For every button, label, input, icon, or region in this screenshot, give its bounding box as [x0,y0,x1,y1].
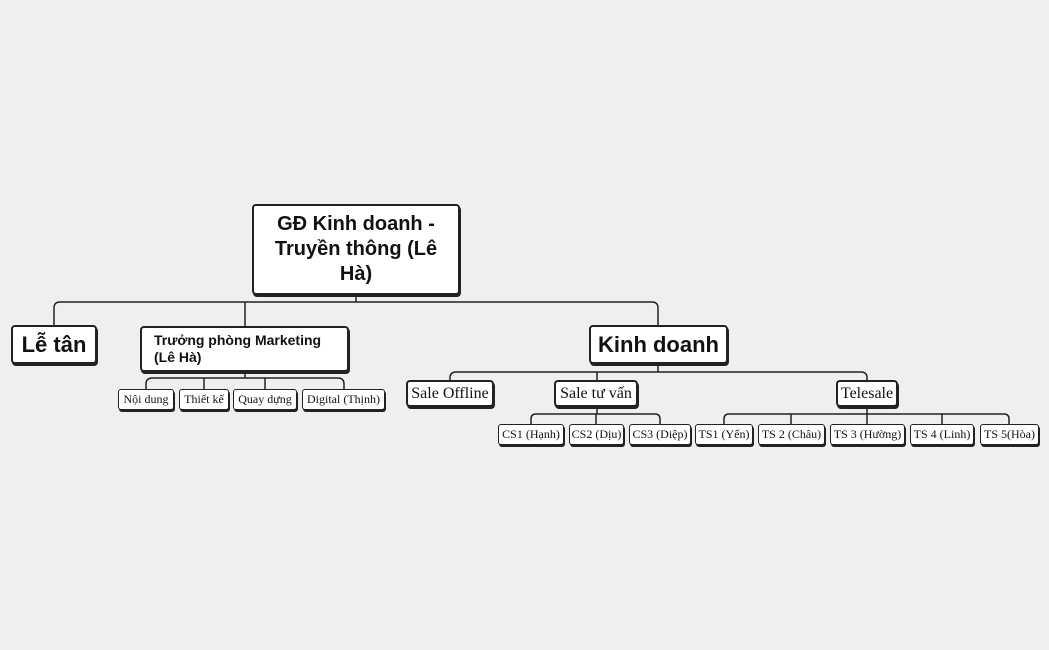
sale-tu-van-node[interactable]: Sale tư vấn [554,380,638,407]
connector-root [53,295,659,326]
marketing-child-quay-dung[interactable]: Quay dựng [233,389,297,410]
ts5-node[interactable]: TS 5(Hòa) [980,424,1039,445]
root-node[interactable]: GĐ Kinh doanh - Truyền thông (Lê Hà) [252,204,460,295]
ts2-node[interactable]: TS 2 (Châu) [758,424,825,445]
connector-marketing [145,372,345,390]
marketing-node[interactable]: Trưởng phòng Marketing (Lê Hà) [140,326,349,372]
connector-sale-tu-van [530,407,661,424]
ts4-node[interactable]: TS 4 (Linh) [910,424,974,445]
ts3-node[interactable]: TS 3 (Hường) [830,424,905,445]
connector-kinh-doanh [449,364,868,380]
cs2-node[interactable]: CS2 (Dịu) [569,424,624,445]
marketing-child-digital[interactable]: Digital (Thịnh) [302,389,385,410]
connector-telesale [723,407,1010,424]
marketing-child-noi-dung[interactable]: Nội dung [118,389,174,410]
cs3-node[interactable]: CS3 (Diệp) [629,424,691,445]
le-tan-node[interactable]: Lễ tân [11,325,97,364]
cs1-node[interactable]: CS1 (Hạnh) [498,424,564,445]
telesale-node[interactable]: Telesale [836,380,898,407]
sale-offline-node[interactable]: Sale Offline [406,380,494,407]
kinh-doanh-node[interactable]: Kinh doanh [589,325,728,364]
marketing-child-thiet-ke[interactable]: Thiết kế [179,389,229,410]
ts1-node[interactable]: TS1 (Yến) [695,424,753,445]
